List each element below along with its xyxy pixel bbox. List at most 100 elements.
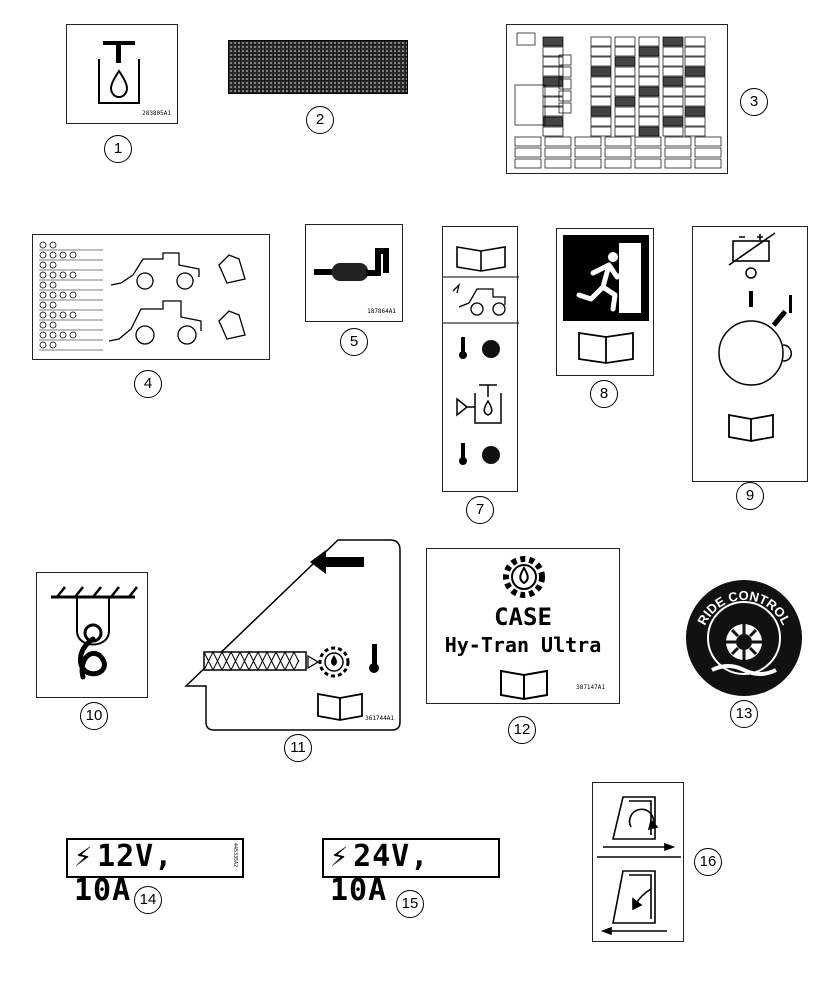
- callout-5: 5: [340, 328, 368, 356]
- fuse-cell: [662, 106, 684, 117]
- fuse-cell: [514, 84, 546, 126]
- service-symbol: [49, 301, 57, 309]
- fuse-cell: [662, 66, 684, 77]
- service-symbol: [59, 291, 67, 299]
- fuse-cell: [604, 158, 632, 169]
- wheel-icon: [726, 624, 762, 660]
- battery-icon: [728, 232, 776, 266]
- decal-15-24v: ⚡24V, 10A: [322, 838, 500, 908]
- decal-10-tie-down: [36, 572, 148, 698]
- fuse-cell: [544, 136, 572, 147]
- fuse-cell: [614, 36, 636, 47]
- decal-12-case-hytran: CASE Hy-Tran Ultra 387147A1: [426, 548, 620, 704]
- emergency-exit-icon: [563, 235, 649, 364]
- service-points-diagram: [39, 241, 246, 351]
- fuse-cell: [542, 76, 564, 87]
- service-symbol: [39, 281, 47, 289]
- fuse-cell: [590, 76, 612, 87]
- decal-14-12v: ⚡12V, 10A: [66, 838, 244, 908]
- fuse-cell: [614, 76, 636, 87]
- decal-4-service-points: [32, 234, 270, 360]
- fuse-cell: [614, 106, 636, 117]
- fuse-cell: [590, 96, 612, 107]
- service-symbol: [49, 331, 57, 339]
- fuse-cell: [684, 56, 706, 67]
- book-icon: [317, 692, 363, 721]
- fuse-cell: [662, 76, 684, 87]
- service-symbol: [49, 311, 57, 319]
- fuse-cell: [590, 116, 612, 127]
- service-symbol: [49, 271, 57, 279]
- brand-name: CASE: [494, 603, 552, 631]
- hydraulic-level-icon: [456, 384, 502, 424]
- service-symbol: [49, 261, 57, 269]
- book-icon: [728, 413, 774, 442]
- thermometer-icon: [369, 644, 379, 673]
- book-icon: [456, 246, 506, 272]
- tie-down-hook-icon: [51, 586, 138, 680]
- hydraulic-oil-icon: [98, 41, 140, 104]
- thermometer-icon: [459, 337, 467, 359]
- fuse-cell: [684, 66, 706, 77]
- fuse-cell: [590, 56, 612, 67]
- fuse-cell: [590, 36, 612, 47]
- fuse-cell: [634, 136, 662, 147]
- service-symbol: [59, 311, 67, 319]
- fuse-cell: [662, 36, 684, 47]
- decal-11-outline: [184, 539, 401, 731]
- fuse-cell: [664, 147, 692, 158]
- voltage-12v-label: 12V, 10A: [74, 839, 174, 908]
- decal-1-hydraulic-oil: 283805A1: [66, 24, 178, 124]
- fuse-cell: [574, 158, 602, 169]
- fuse-cell: [516, 32, 536, 46]
- book-icon: [578, 331, 634, 364]
- fuse-cell: [614, 56, 636, 67]
- fuse-panel-grid: [514, 32, 722, 169]
- decal-14-code: 445335A2: [232, 843, 238, 868]
- fuse-cell: [662, 46, 684, 57]
- fuse-cell: [590, 106, 612, 117]
- service-symbol: [49, 291, 57, 299]
- fuse-cell: [542, 46, 564, 57]
- fuse-cell: [542, 36, 564, 47]
- callout-11: 11: [284, 734, 312, 762]
- indicator-dot: [482, 340, 500, 358]
- fuse-cell: [558, 66, 572, 78]
- service-symbol: [39, 251, 47, 259]
- battery-disconnect-diagram: [718, 232, 792, 442]
- fuse-cell: [638, 36, 660, 47]
- fuse-cell: [638, 126, 660, 137]
- callout-9: 9: [736, 482, 764, 510]
- filter-element-icon: [203, 650, 307, 672]
- service-symbol: [49, 281, 57, 289]
- fuse-cell: [634, 147, 662, 158]
- product-name: Hy-Tran Ultra: [444, 633, 602, 657]
- service-symbol: [49, 241, 57, 249]
- fuse-cell: [684, 36, 706, 47]
- fuse-cell: [542, 116, 564, 127]
- loader-arrow-icon: [452, 282, 506, 316]
- decal-2-reflective-strip: [228, 40, 408, 94]
- callout-16: 16: [694, 848, 722, 876]
- callout-8: 8: [590, 380, 618, 408]
- fuse-cell: [662, 96, 684, 107]
- door-swing-diagram: [597, 796, 681, 936]
- service-symbol: [39, 311, 47, 319]
- fuse-cell: [558, 54, 572, 66]
- fuse-cell: [542, 106, 564, 117]
- loader-icon: [108, 252, 246, 345]
- service-symbol: [39, 291, 47, 299]
- decal-11-hydraulic-filter: 361744A1: [178, 536, 404, 732]
- voltage-24v-label: 24V, 10A: [330, 839, 430, 908]
- fuse-cell: [664, 136, 692, 147]
- decal-16-door-swing: [592, 782, 684, 942]
- fuse-cell: [694, 147, 722, 158]
- fuse-cell: [638, 56, 660, 67]
- service-symbol: [69, 311, 77, 319]
- fuse-cell: [684, 86, 706, 97]
- fuse-cell: [604, 147, 632, 158]
- fuse-cell: [558, 102, 572, 114]
- fuse-cell: [614, 116, 636, 127]
- callout-15: 15: [396, 890, 424, 918]
- fuse-cell: [542, 56, 564, 67]
